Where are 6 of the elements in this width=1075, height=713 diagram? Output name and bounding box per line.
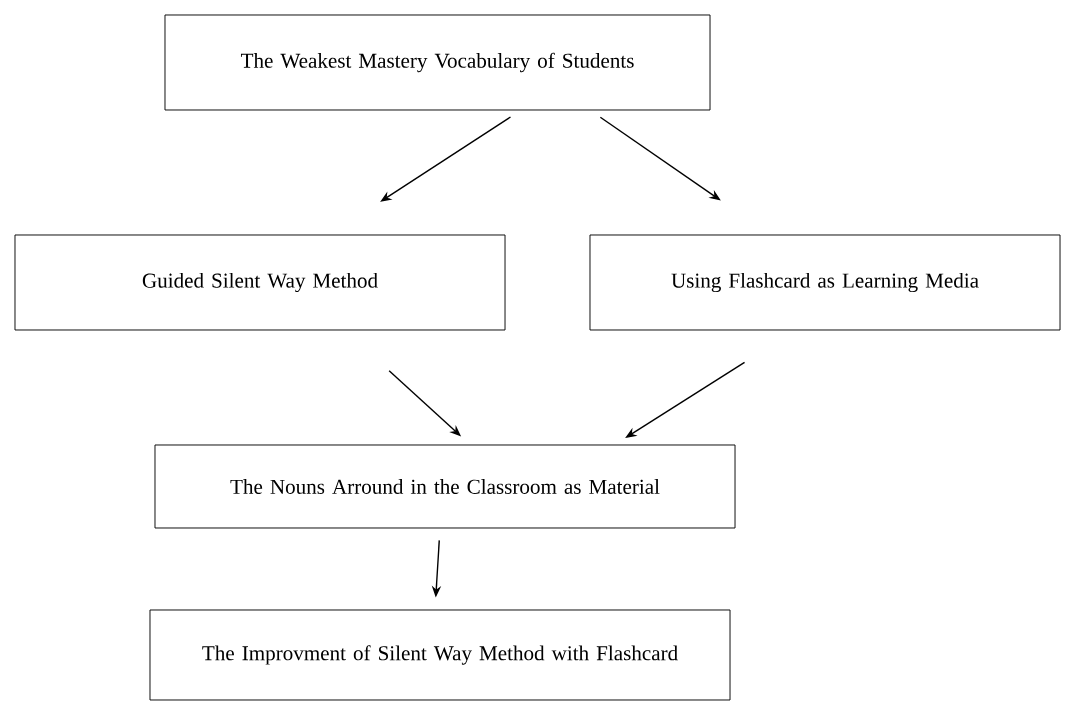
process-box: Using Flashcard as Learning Media <box>589 234 1061 331</box>
process-box: Guided Silent Way Method <box>14 234 506 331</box>
process-box: The Nouns Arround in the Classroom as Material <box>154 444 736 529</box>
process-box: The Weakest Mastery Vocabulary of Students <box>164 14 711 111</box>
arrow <box>380 116 512 202</box>
process-box: The Improvment of Silent Way Method with Flashcard <box>149 609 731 701</box>
